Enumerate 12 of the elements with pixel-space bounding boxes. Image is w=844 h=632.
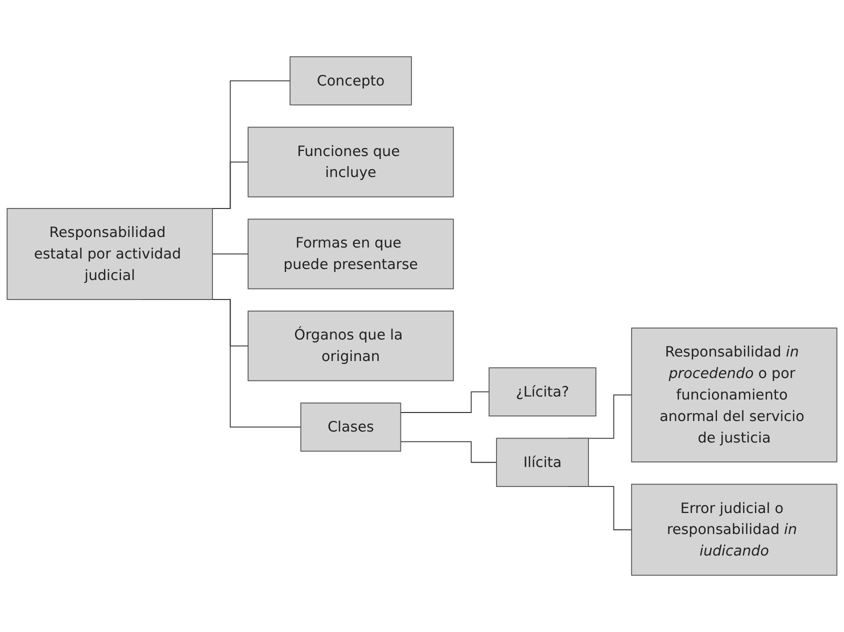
node-box: Error judicial o responsabilidad in iudicando (631, 484, 838, 576)
node-box: Órganos que la originan (248, 310, 454, 382)
node-box: Concepto (290, 56, 412, 106)
node-box: Clases (300, 402, 402, 452)
connector (400, 441, 497, 463)
node-box: Funciones que incluye (248, 126, 454, 198)
node-box: Responsabilidad in procedendo o por funcionamiento anormal del servicio de justicia (631, 328, 838, 462)
node-box: Responsabilidad estatal por actividad judicial (6, 208, 213, 300)
connector (400, 391, 490, 413)
node-box: Ilícita (496, 438, 589, 487)
node-box: Formas en que puede presentarse (248, 218, 454, 290)
node-box: ¿Lícita? (488, 367, 596, 416)
